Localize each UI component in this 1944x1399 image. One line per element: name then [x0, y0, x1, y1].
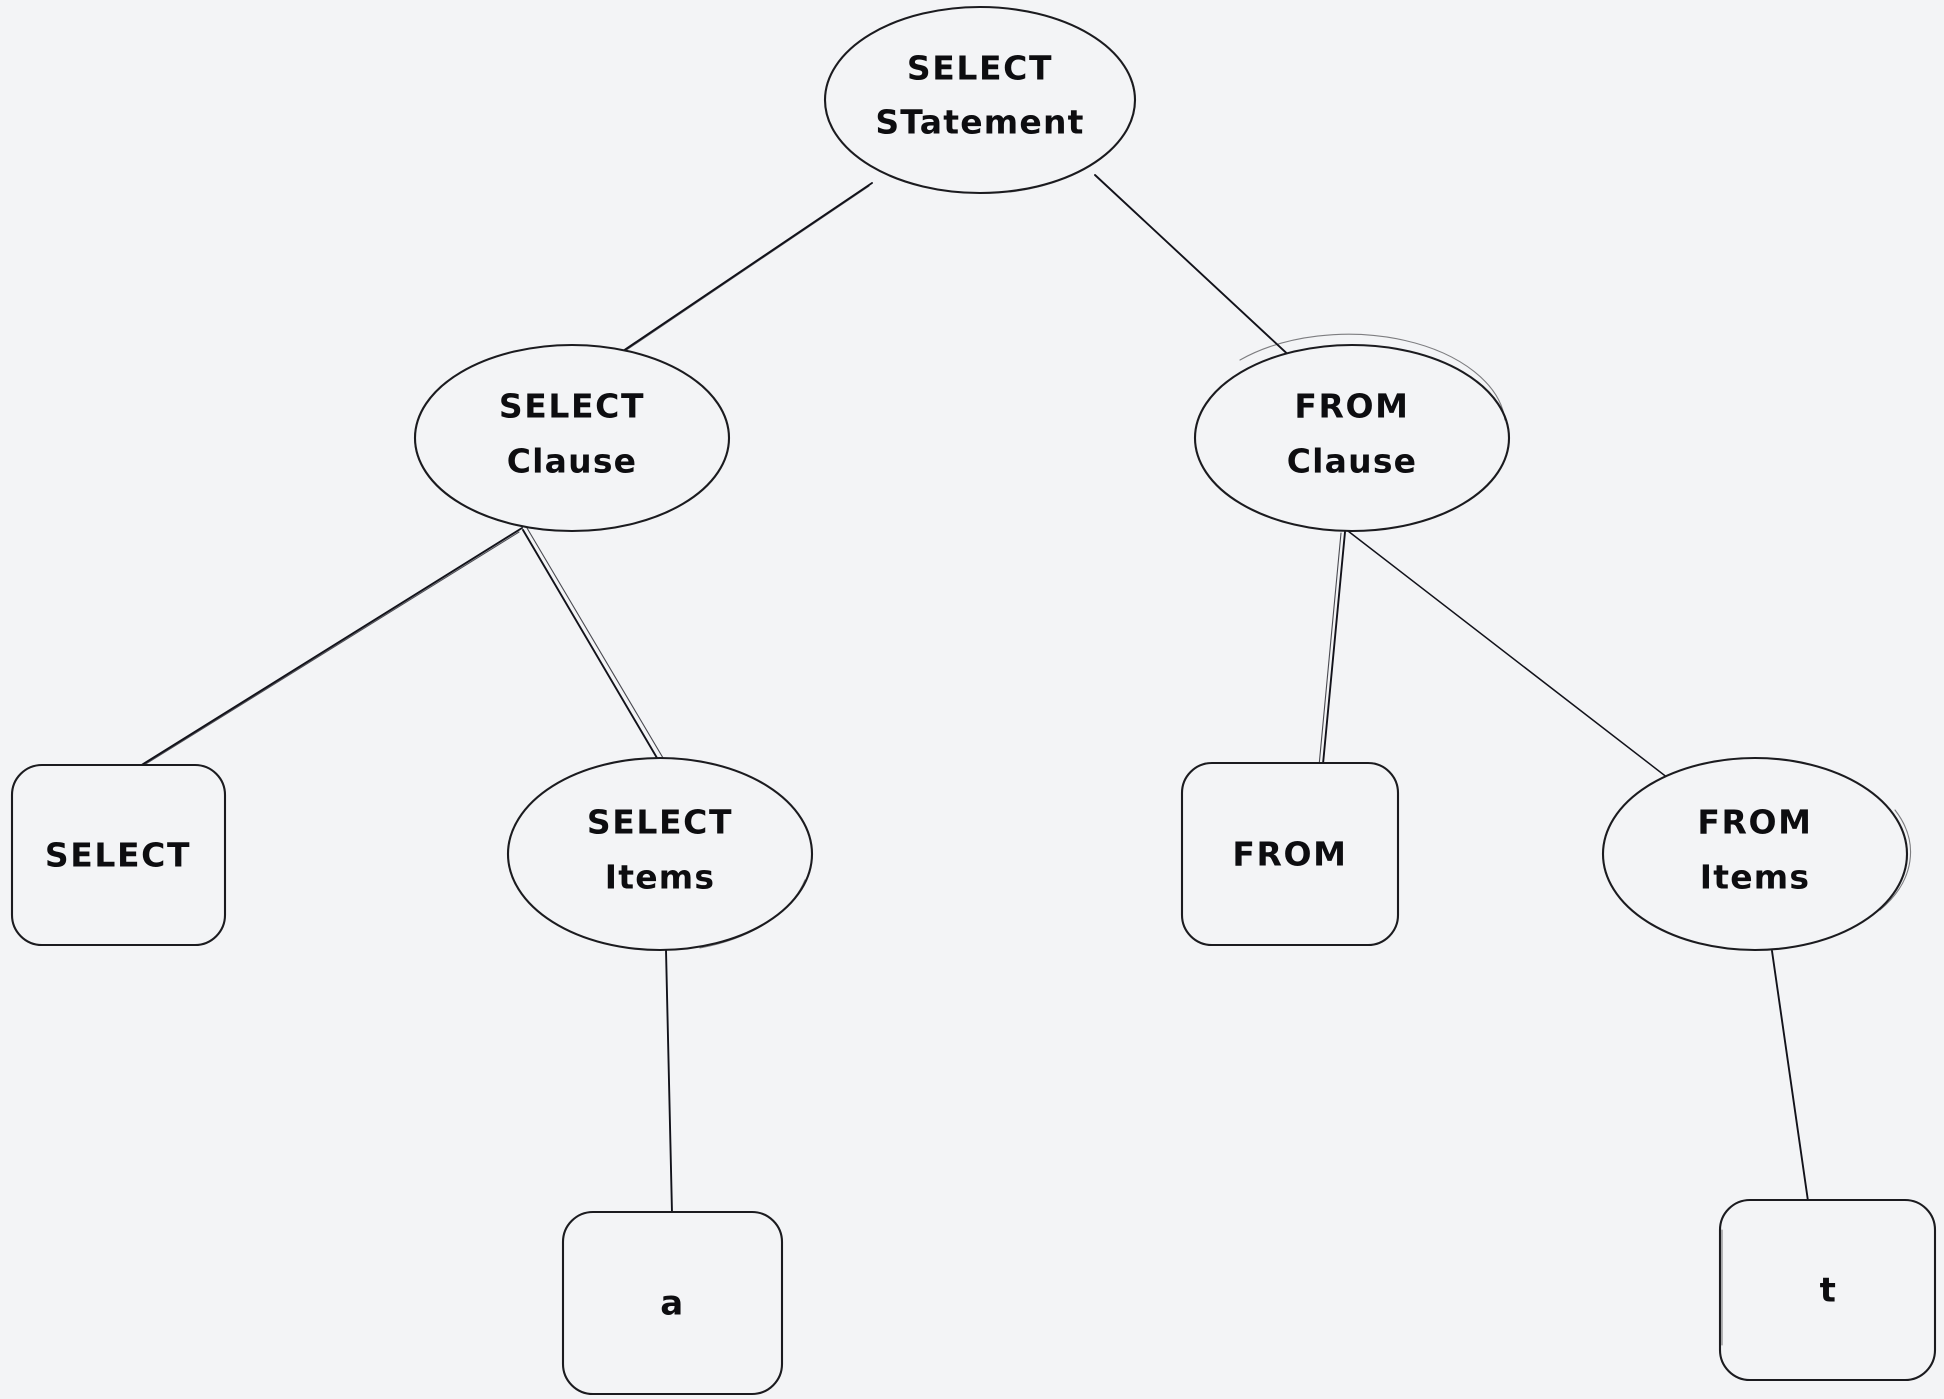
- from-terminal-label: FROM: [1232, 835, 1347, 874]
- select-items-ellipse[interactable]: [506, 756, 814, 952]
- edge-select-clause-to-select-terminal: [135, 527, 523, 771]
- select-clause-label-line1: SELECT: [499, 387, 645, 426]
- edge-stmt-to-from-clause: [1094, 174, 1296, 362]
- column-a-label: a: [660, 1284, 683, 1324]
- from-items-ellipse[interactable]: [1601, 756, 1909, 952]
- select-statement-label-line2: STatement: [875, 103, 1084, 142]
- edge-from-clause-to-from-items: [1347, 530, 1713, 813]
- select-clause-ellipse[interactable]: [413, 343, 731, 533]
- node-select-terminal[interactable]: SELECT: [10, 763, 227, 947]
- node-select-clause[interactable]: SELECT Clause: [413, 343, 731, 533]
- edge-from-items-to-table-t: [1771, 950, 1809, 1202]
- node-from-items[interactable]: FROM Items: [1601, 756, 1912, 952]
- select-clause-sketch-accent: [414, 431, 561, 532]
- from-clause-label-line2: Clause: [1287, 442, 1418, 481]
- node-column-a[interactable]: a: [561, 1210, 784, 1396]
- table-t-label: t: [1820, 1271, 1837, 1311]
- edge-from-clause-to-from-terminal: [1318, 531, 1346, 767]
- select-statement-ellipse[interactable]: [823, 5, 1137, 195]
- select-items-sketch-accent: [699, 879, 806, 949]
- from-clause-ellipse[interactable]: [1193, 343, 1511, 533]
- select-items-label-line2: Items: [605, 858, 715, 897]
- edge-select-items-to-column-a: [665, 949, 673, 1214]
- from-items-label-line1: FROM: [1697, 803, 1812, 842]
- node-select-statement[interactable]: SELECT STatement: [823, 5, 1137, 195]
- node-from-clause[interactable]: FROM Clause: [1193, 333, 1511, 533]
- node-from-terminal[interactable]: FROM: [1180, 761, 1400, 947]
- select-items-label-line1: SELECT: [587, 803, 733, 842]
- edge-stmt-to-select-clause: [615, 182, 873, 358]
- from-items-sketch-accent: [1879, 809, 1912, 911]
- from-clause-sketch-accent: [1239, 333, 1506, 421]
- edge-select-clause-to-select-items: [522, 527, 683, 793]
- node-select-items[interactable]: SELECT Items: [506, 756, 814, 952]
- select-clause-label-line2: Clause: [507, 442, 638, 481]
- select-statement-sketch-accent: [1009, 77, 1136, 193]
- from-items-label-line2: Items: [1700, 858, 1810, 897]
- select-statement-label-line1: SELECT: [907, 49, 1053, 88]
- edge-layer: [135, 174, 1809, 1214]
- from-clause-label-line1: FROM: [1294, 387, 1409, 426]
- select-terminal-label: SELECT: [45, 836, 191, 875]
- node-table-t[interactable]: t: [1718, 1198, 1937, 1382]
- table-t-rect[interactable]: [1718, 1198, 1937, 1382]
